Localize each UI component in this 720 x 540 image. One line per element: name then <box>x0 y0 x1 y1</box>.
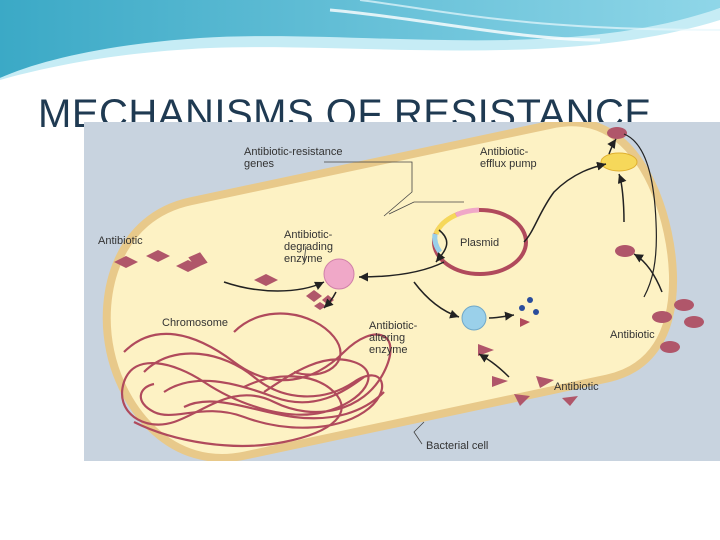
label-altering-enzyme: Antibiotic- altering enzyme <box>369 320 418 356</box>
label-plasmid: Plasmid <box>460 237 499 249</box>
svg-text:degrading: degrading <box>284 241 333 253</box>
svg-text:Antibiotic-: Antibiotic- <box>480 146 529 158</box>
altering-enzyme-icon <box>461 305 487 331</box>
resistance-diagram: Antibiotic-resistance genes Antibiotic- … <box>84 122 720 461</box>
svg-text:altering: altering <box>369 332 405 344</box>
leader-lines <box>303 161 464 445</box>
label-antibiotic-right: Antibiotic <box>610 329 655 341</box>
degrading-enzyme-icon <box>323 258 355 290</box>
label-degrading-enzyme: Antibiotic- degrading enzyme <box>284 229 333 265</box>
plasmid-icon <box>432 207 528 276</box>
antibiotic-molecules-bottom <box>478 344 578 406</box>
svg-text:efflux pump: efflux pump <box>480 158 537 170</box>
pathway-arrows <box>223 138 663 378</box>
svg-text:Antibiotic-: Antibiotic- <box>284 229 333 241</box>
diagram-canvas: Antibiotic-resistance genes Antibiotic- … <box>98 122 704 461</box>
pump-arc <box>623 133 657 298</box>
svg-text:genes: genes <box>244 158 274 170</box>
label-resistance-genes: Antibiotic-resistance genes <box>244 146 342 170</box>
label-bacterial-cell: Bacterial cell <box>426 440 488 452</box>
header-waves <box>0 0 720 80</box>
label-efflux-pump: Antibiotic- efflux pump <box>480 146 537 170</box>
label-antibiotic-left: Antibiotic <box>98 235 143 247</box>
altered-antibiotic-icon <box>519 297 539 327</box>
efflux-pump-icon <box>600 152 638 172</box>
svg-text:Antibiotic-resistance: Antibiotic-resistance <box>244 146 342 158</box>
svg-text:enzyme: enzyme <box>284 253 323 265</box>
label-antibiotic-bottom: Antibiotic <box>554 381 599 393</box>
label-chromosome: Chromosome <box>162 317 228 329</box>
svg-text:enzyme: enzyme <box>369 344 408 356</box>
bacterial-cell <box>102 122 678 461</box>
svg-text:Antibiotic-: Antibiotic- <box>369 320 418 332</box>
antibiotic-molecules-right <box>607 127 704 353</box>
chromosome-icon <box>121 312 392 447</box>
